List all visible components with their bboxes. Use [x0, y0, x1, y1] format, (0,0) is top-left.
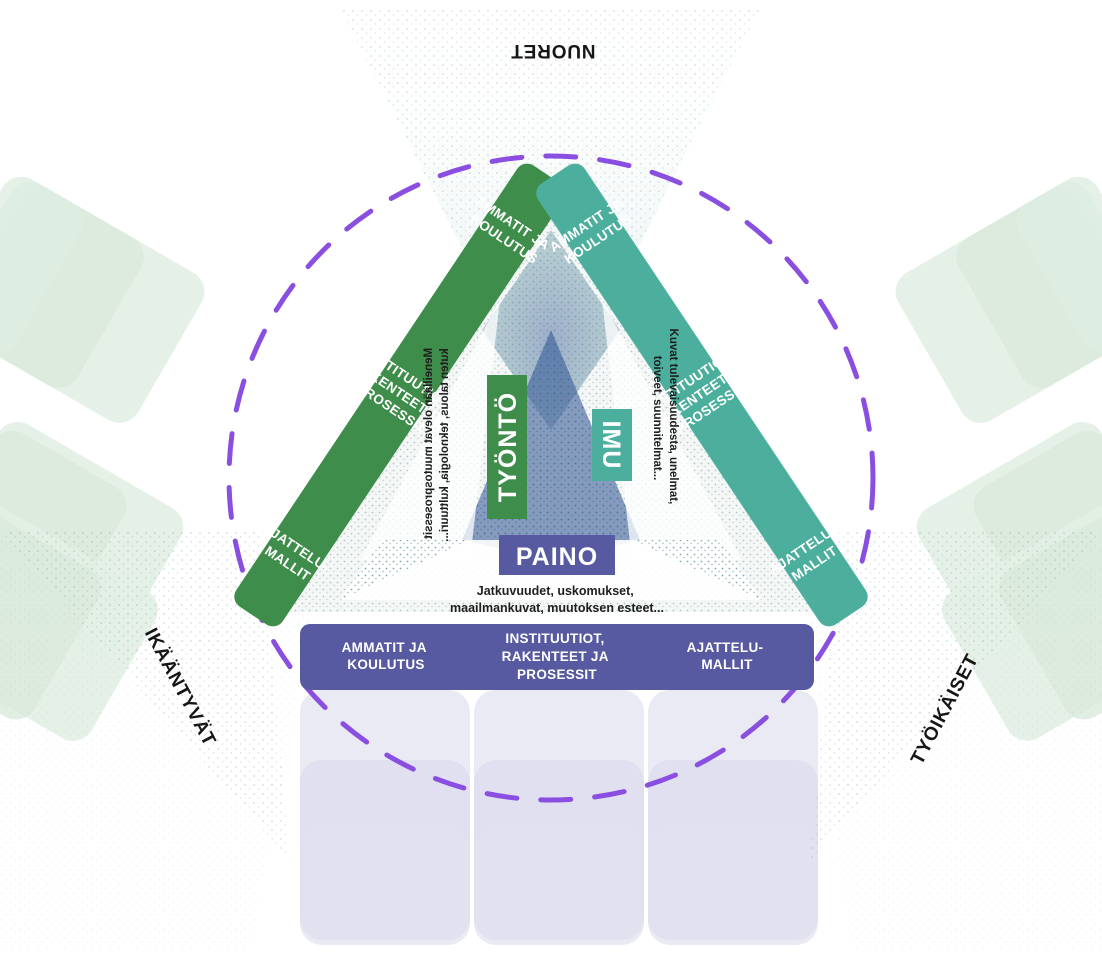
push-label-text: TYÖNTÖ	[493, 392, 522, 502]
push-label: TYÖNTÖ	[487, 375, 527, 519]
pull-label: IMU	[592, 409, 632, 481]
push-text-line2: kuten talous, teknologia, kulttuuri...	[439, 348, 451, 542]
svg-text:AJATTELU- MALLIT: AJATTELU- MALLIT	[687, 640, 768, 672]
push-text-line1: Meneillään olevat muutosprosessit	[423, 348, 435, 539]
bottom-bar-label-3-line1: AJATTELU-	[687, 640, 764, 655]
weight-text-line1: Jatkuvuudet, uskomukset,	[477, 584, 634, 598]
left-bar: AJATTELU- MALLIT INSTITUUTIOT, RAKENTEET…	[234, 163, 566, 627]
bottom-bar-label-2-line1: INSTITUUTIOT,	[505, 631, 604, 646]
pull-text-line2: toiveet, suunnitelmat...	[651, 356, 663, 481]
bottom-bar-label-1-line1: AMMATIT JA	[342, 640, 427, 655]
bottom-bar: AMMATIT JA KOULUTUS INSTITUUTIOT, RAKENT…	[300, 624, 814, 690]
push-description: Meneillään olevat muutosprosessit kuten …	[423, 348, 451, 542]
pull-description: Kuvat tulevaisuudesta, unelmat, toiveet,…	[651, 329, 679, 508]
svg-text:Jatkuvuudet, uskomukset,: Jatkuvuudet, uskomukset, maailmankuvat, …	[450, 584, 664, 615]
bottom-bar-label-2-line3: PROSESSIT	[517, 667, 597, 682]
svg-text:INSTITUUTIOT, RAKENTEET: INSTITUUTIOT, RAKENTEET JA PROSESSIT	[502, 631, 613, 682]
bottom-fan-panels	[300, 690, 818, 945]
dashed-circle	[226, 153, 876, 803]
weight-text-line2: maailmankuvat, muutoksen esteet...	[450, 601, 664, 615]
svg-text:Kuvat tulevaisuudesta, unelmat: Kuvat tulevaisuudesta, unelmat, toiveet,…	[651, 329, 679, 508]
right-bar: AMMATIT JA KOULUTUS INSTITUUTIOT, RAKENT…	[536, 163, 868, 627]
pull-text-line1: Kuvat tulevaisuudesta, unelmat,	[667, 329, 679, 505]
pull-label-text: IMU	[597, 421, 625, 470]
bottom-bar-label-3-line2: MALLIT	[701, 657, 753, 672]
svg-text:AMMATIT JA KOULUTUS: AMMATIT JA KOULUTUS	[342, 640, 431, 672]
bottom-bar-label-1-line2: KOULUTUS	[347, 657, 424, 672]
weight-label: PAINO	[499, 535, 615, 575]
svg-text:Meneillään olevat muutosproses: Meneillään olevat muutosprosessit kuten …	[423, 348, 451, 542]
weight-description: Jatkuvuudet, uskomukset, maailmankuvat, …	[450, 584, 664, 615]
bottom-bar-label-2-line2: RAKENTEET JA	[502, 649, 609, 664]
group-label-top: NUORET	[510, 40, 595, 61]
weight-label-text: PAINO	[516, 543, 598, 571]
